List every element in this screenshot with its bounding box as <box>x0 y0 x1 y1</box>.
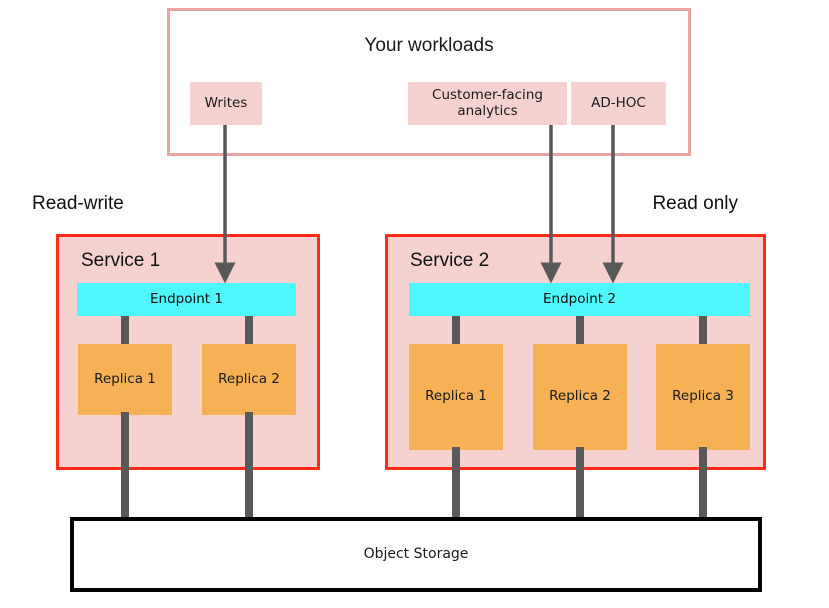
endpoint-2: Endpoint 2 <box>409 283 750 316</box>
service-1-replica-2: Replica 2 <box>202 344 296 415</box>
endpoint-1: Endpoint 1 <box>77 283 296 316</box>
connector-s2-replica2-storage <box>576 447 584 519</box>
workload-chip-customer-facing-analytics: Customer-facing analytics <box>408 82 567 125</box>
service-2-title: Service 2 <box>410 250 490 271</box>
connector-s2-replica3-storage <box>699 447 707 519</box>
service-1-title: Service 1 <box>81 250 161 271</box>
connector-endpoint2-replica2 <box>576 313 584 347</box>
connector-s1-replica1-storage <box>121 412 129 519</box>
service-2-replica-2: Replica 2 <box>533 344 627 450</box>
workload-chip-ad-hoc: AD-HOC <box>571 82 666 125</box>
connector-endpoint2-replica3 <box>699 313 707 347</box>
workload-chip-writes: Writes <box>190 82 262 125</box>
connector-endpoint2-replica1 <box>452 313 460 347</box>
service-2-replica-1: Replica 1 <box>409 344 503 450</box>
label-read-only: Read only <box>652 192 738 214</box>
connector-s2-replica1-storage <box>452 447 460 519</box>
object-storage-box: Object Storage <box>70 517 762 592</box>
service-2-replica-3: Replica 3 <box>656 344 750 450</box>
workloads-title: Your workloads <box>364 34 494 56</box>
service-1-replica-1: Replica 1 <box>78 344 172 415</box>
connector-endpoint1-replica1 <box>121 313 129 347</box>
connector-s1-replica2-storage <box>245 412 253 519</box>
connector-endpoint1-replica2 <box>245 313 253 347</box>
label-read-write: Read-write <box>32 192 124 214</box>
